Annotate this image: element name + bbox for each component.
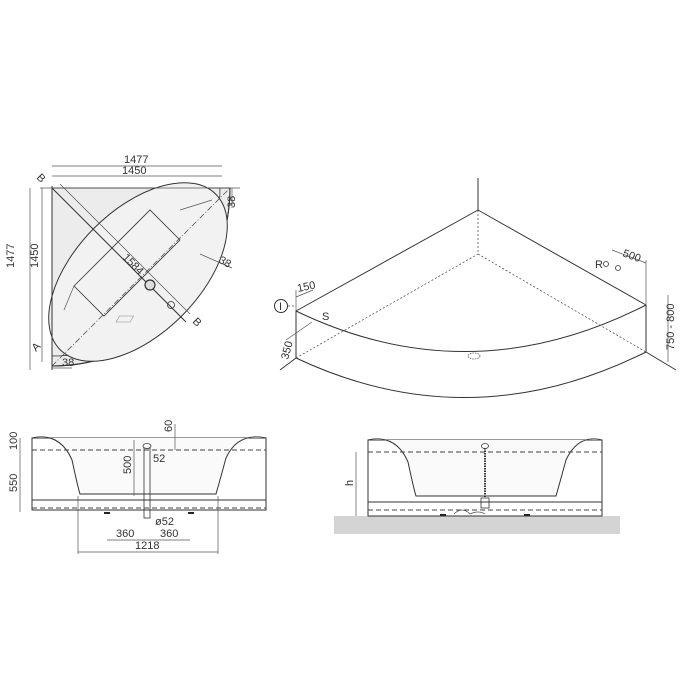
dim-bottom-width: 1218	[135, 540, 159, 552]
dim-offset-60: 60	[163, 420, 175, 432]
label-r: R	[595, 259, 603, 271]
label-s: S	[322, 311, 329, 323]
dim-height-range: 750 - 800	[665, 304, 677, 350]
dim-height-inner: 1450	[29, 244, 41, 268]
floor	[334, 516, 620, 534]
dim-rim-bottom: 38	[62, 357, 74, 369]
dim-width-outer: 1477	[124, 154, 148, 166]
isometric-view: 150 I S 350 500 R 750 - 800	[115, 178, 677, 398]
elevation-b: h	[334, 438, 620, 534]
dim-overflow-52: 52	[153, 453, 165, 465]
plan-view: 1477 1450 1477 1450 1584 38 38 38 B B A	[5, 154, 240, 370]
dim-rim-top-right: 38	[226, 196, 238, 208]
dim-height-outer: 1477	[5, 244, 17, 268]
dim-width-inner: 1450	[122, 165, 146, 177]
section-marker-b-bottom: B	[190, 316, 204, 330]
dim-foot-right: 360	[160, 528, 178, 540]
dim-drain-dia: ø52	[155, 516, 174, 528]
dim-foot-left: 360	[116, 528, 134, 540]
dim-height-350: 350	[279, 340, 295, 361]
dim-rim-right: 38	[217, 254, 234, 271]
dim-height-550: 550	[8, 474, 20, 492]
section-marker-b-top: B	[34, 172, 48, 186]
dim-depth-500: 500	[122, 456, 134, 474]
label-i: I	[279, 301, 282, 313]
dim-width-500: 500	[621, 248, 642, 266]
dim-h: h	[344, 480, 356, 486]
dim-offset-150: 150	[296, 279, 316, 295]
dim-rim-100: 100	[8, 432, 20, 450]
elevation-a: 100 550 500 60 52 ø52 360 360 1218	[8, 420, 267, 554]
